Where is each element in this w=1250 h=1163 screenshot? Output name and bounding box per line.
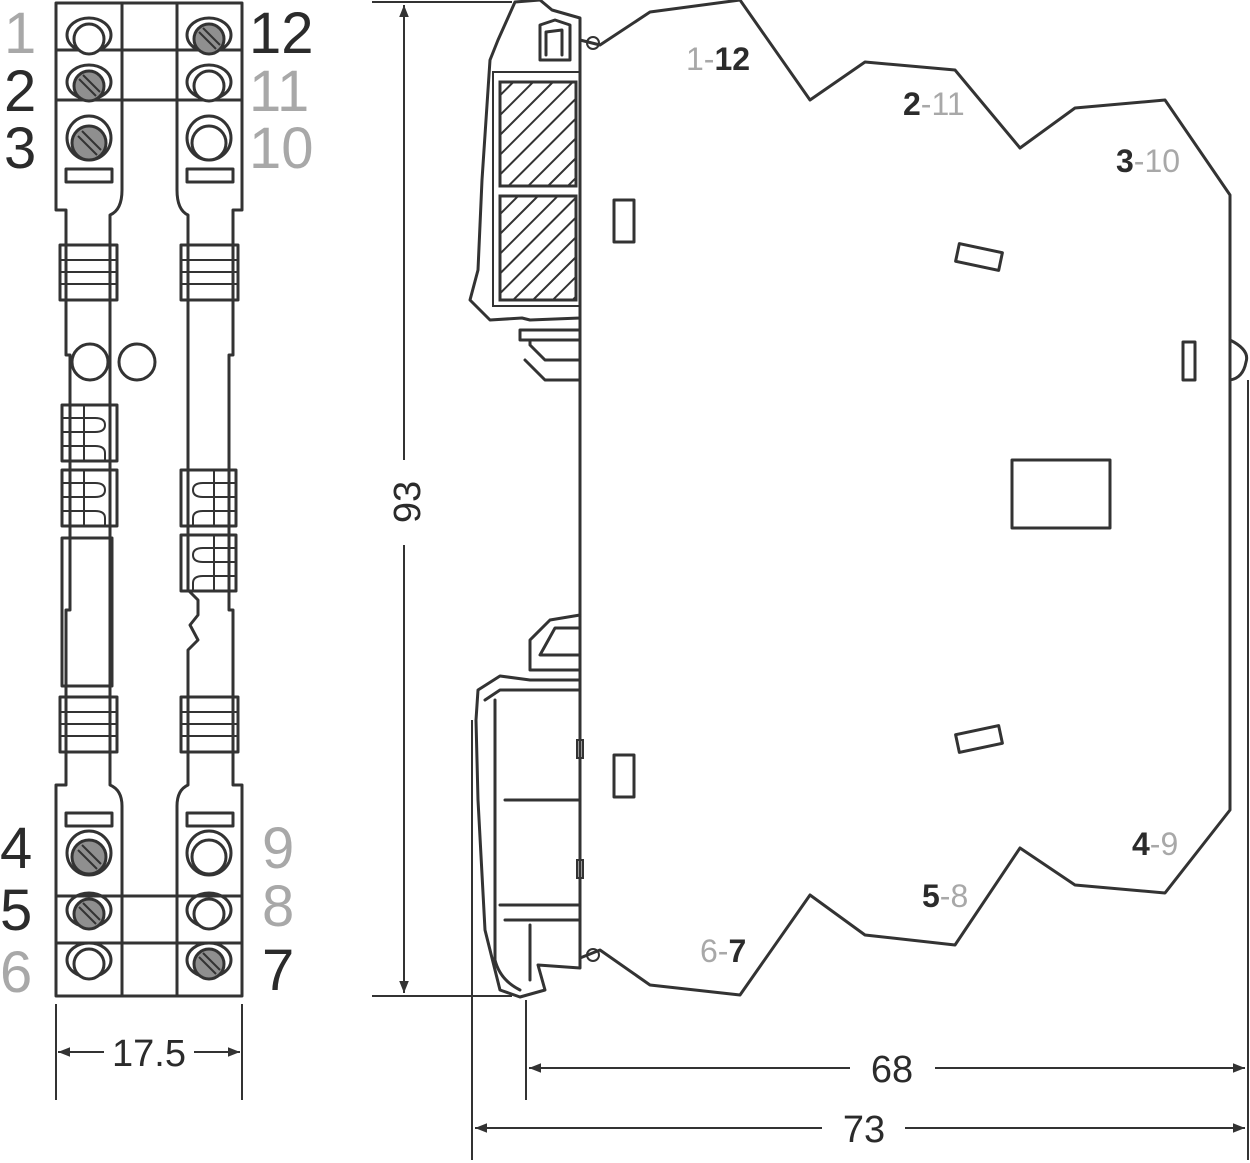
terminal-label-5: 5 (0, 878, 32, 943)
jumper-slot-block (60, 403, 119, 463)
label-slot (64, 167, 114, 184)
terminal-label-1: 1 (4, 1, 36, 66)
contact-pair-label-6-7: 6-7 (700, 933, 746, 969)
screw-terminal-4 (65, 829, 113, 877)
depth-dimension-73-label: 73 (843, 1109, 885, 1151)
screw-terminal-1 (65, 16, 113, 56)
front-channel-left (108, 1, 124, 998)
screw-terminal-8 (185, 891, 233, 931)
body-slot (612, 753, 636, 799)
clip-grip (58, 243, 119, 302)
contact-pair-label-3-10: 3-10 (1116, 143, 1180, 179)
front-channel-right (175, 1, 200, 998)
terminal-label-9: 9 (262, 816, 294, 881)
screw-terminal-5 (65, 891, 113, 931)
terminal-label-4: 4 (0, 816, 32, 881)
hatched-contact-window (498, 80, 578, 188)
contact-pair-label-5-8: 5-8 (922, 878, 968, 914)
front-view: 1 2 3 4 5 6 12 11 10 9 8 7 17.5 (0, 1, 314, 1100)
clip-grip (179, 243, 240, 302)
screw-terminal-9 (185, 829, 233, 877)
label-slot (64, 811, 114, 828)
terminal-label-8: 8 (262, 874, 294, 939)
screw-terminal-7 (185, 941, 233, 981)
contact-pair-label-4-9: 4-9 (1132, 826, 1178, 862)
side-bump (1228, 338, 1249, 382)
terminal-label-7: 7 (262, 938, 294, 1003)
pivot-hole (586, 36, 600, 50)
front-outline (54, 1, 244, 998)
jumper-slot-block (179, 533, 238, 593)
nameplate-window (1010, 458, 1112, 530)
upper-latch-frame (492, 71, 581, 307)
screw-terminal-6 (65, 941, 113, 981)
contact-pair-label-2-11: 2-11 (903, 86, 965, 122)
lower-latch-detail (483, 688, 582, 992)
latch-tab (576, 859, 584, 879)
label-slot (185, 811, 235, 828)
body-slot-tilted (954, 242, 1004, 272)
latch-tab (576, 739, 584, 759)
lower-latch (474, 674, 582, 999)
screw-terminal-11 (185, 63, 233, 103)
indicator-led-circle (70, 342, 110, 382)
indicator-led-circle (117, 342, 157, 382)
label-slot (185, 167, 235, 184)
screw-terminal-2 (65, 63, 113, 103)
jumper-slot-block (179, 468, 238, 528)
screw-terminal-12 (185, 16, 233, 56)
side-view: 1-12 2-11 3-10 4-9 5-8 6-7 93 68 73 (372, 0, 1249, 1160)
terminal-label-6: 6 (0, 940, 32, 1005)
body-slot-tilted (954, 724, 1004, 754)
clip-grip (58, 695, 119, 754)
height-dimension-label: 93 (387, 481, 429, 523)
side-body-outline (578, 0, 1232, 997)
terminal-label-10: 10 (249, 116, 314, 181)
rail-strip (518, 318, 582, 382)
width-dimension-label: 17.5 (112, 1033, 186, 1075)
upper-latch-hook (538, 18, 572, 62)
screw-terminal-10 (185, 114, 233, 162)
jumper-slot-block (60, 468, 119, 528)
depth-dimension-68-label: 68 (871, 1049, 913, 1091)
terminal-label-12: 12 (249, 1, 314, 66)
screw-terminal-3 (65, 114, 113, 162)
body-slot (612, 198, 636, 244)
contact-pair-label-1-12: 1-12 (686, 41, 750, 77)
pivot-hole (586, 948, 600, 962)
terminal-label-2: 2 (4, 59, 36, 124)
terminal-label-3: 3 (4, 116, 36, 181)
hatched-contact-window (498, 194, 578, 302)
clip-grip (179, 695, 240, 754)
body-slot (1181, 340, 1197, 382)
terminal-label-11: 11 (249, 59, 309, 124)
front-window (60, 536, 114, 688)
rail-strip (528, 613, 582, 672)
